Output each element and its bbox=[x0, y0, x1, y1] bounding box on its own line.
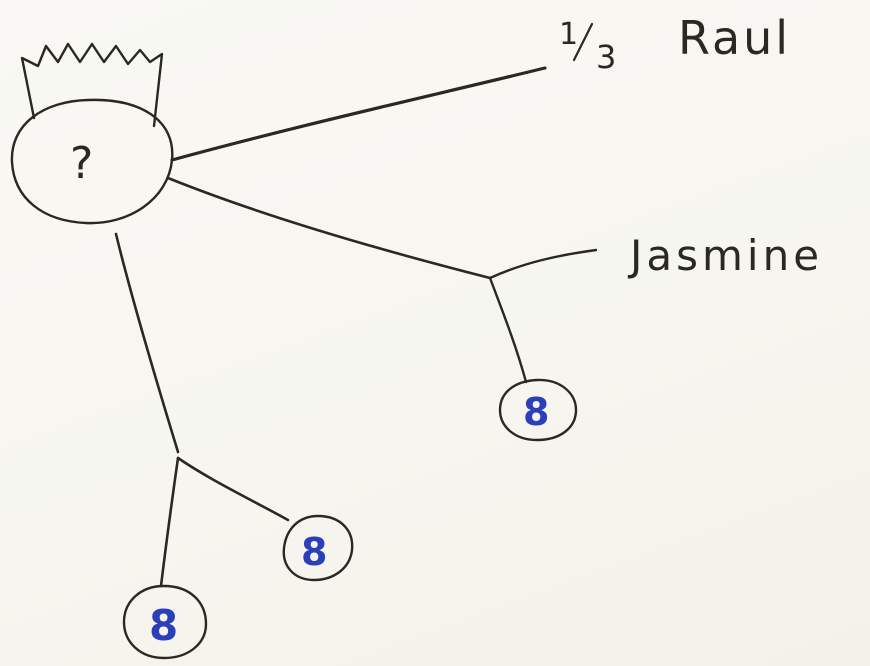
edge-root-bottom bbox=[114, 232, 180, 454]
bottom-branch-left bbox=[159, 456, 180, 588]
bottom-right-child-value: 8 bbox=[301, 530, 327, 574]
raul-fraction-denominator: 3 bbox=[596, 38, 616, 76]
raul-name: Raul bbox=[678, 11, 791, 65]
raul-fraction-slash bbox=[572, 22, 594, 62]
crown-icon bbox=[20, 42, 164, 128]
root-node bbox=[10, 98, 174, 225]
jasmine-name: Jasmine bbox=[627, 231, 823, 280]
jasmine-branch-down bbox=[488, 276, 528, 384]
jasmine-child-node bbox=[498, 378, 578, 442]
jasmine-child-value: 8 bbox=[523, 390, 549, 434]
root-question-mark: ? bbox=[70, 138, 93, 189]
bottom-left-child-node bbox=[122, 584, 208, 660]
edge-root-raul bbox=[170, 66, 547, 162]
bottom-branch-right bbox=[176, 456, 290, 522]
raul-fraction-numerator: 1 bbox=[559, 17, 578, 52]
jasmine-branch-up bbox=[488, 248, 598, 280]
edge-root-jasmine bbox=[166, 176, 492, 280]
bottom-right-child-node bbox=[282, 514, 354, 582]
bottom-left-child-value: 8 bbox=[149, 601, 178, 650]
